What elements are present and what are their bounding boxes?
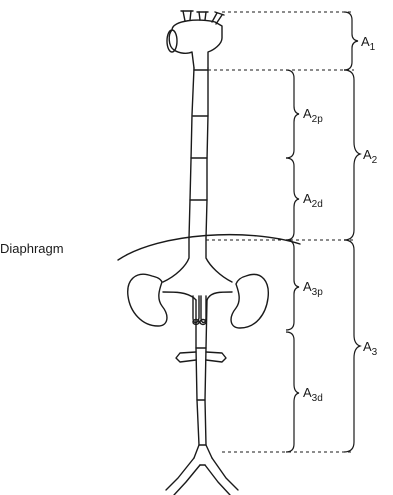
abdominal-aorta [163, 238, 232, 458]
diaphragm-line [118, 235, 300, 260]
brace-a2p [286, 70, 299, 158]
label-a3d: A3d [303, 385, 323, 404]
brace-a1 [344, 12, 358, 70]
brace-a2d [286, 158, 299, 240]
label-a2: A2 [363, 147, 378, 166]
label-a2p: A2p [303, 106, 323, 125]
brace-a3 [344, 240, 360, 452]
thoracic-aorta [189, 68, 208, 238]
aortic-arch [167, 11, 224, 68]
label-a1: A1 [361, 34, 376, 53]
left-kidney [128, 274, 167, 326]
brace-a3p [286, 240, 299, 330]
label-a3: A3 [363, 339, 378, 358]
label-a3p: A3p [303, 279, 323, 298]
iliac-bifurcation [166, 458, 238, 495]
right-kidney [231, 274, 268, 328]
label-a2d: A2d [303, 191, 323, 210]
label-diaphragm: Diaphragm [0, 241, 64, 256]
brace-a2 [344, 70, 360, 240]
segment-reference-lines [206, 12, 356, 452]
brace-a3d [286, 332, 299, 452]
